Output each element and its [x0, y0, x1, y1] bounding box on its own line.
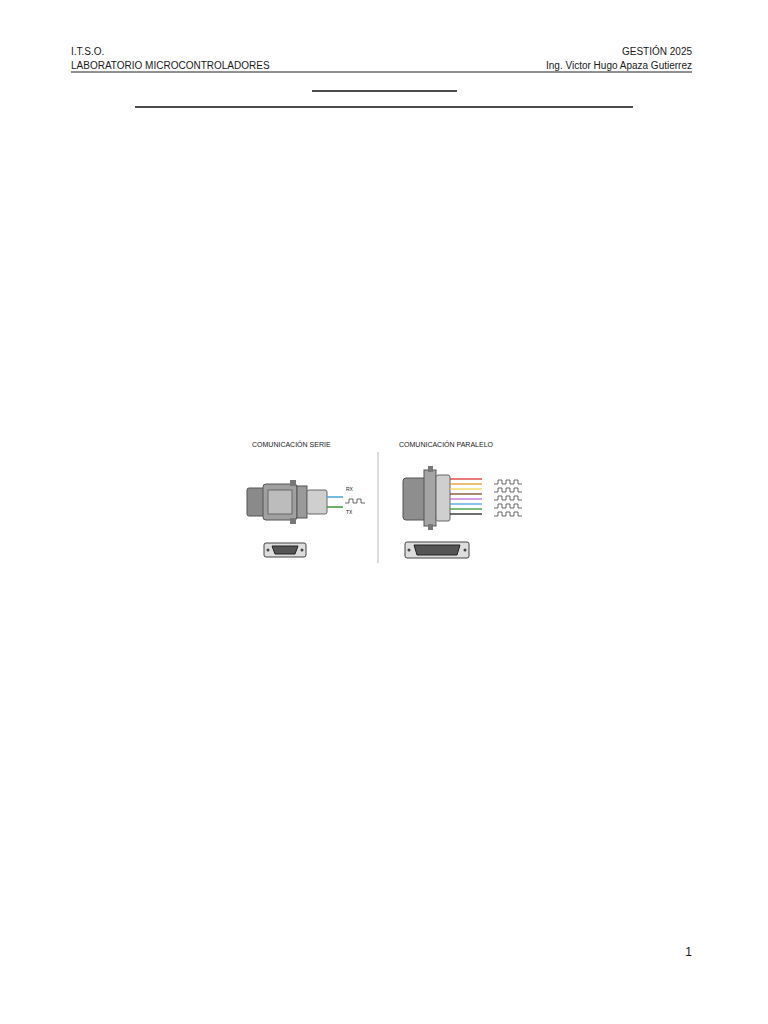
signal-name: TX	[346, 510, 352, 515]
db9-front	[264, 543, 306, 557]
parallel-connector	[403, 466, 522, 530]
title-rule	[135, 106, 633, 108]
db25-front	[405, 542, 469, 558]
header-text: GESTIÓN 2025	[622, 47, 692, 57]
signal-name: RX	[346, 487, 353, 492]
divider-line	[378, 452, 379, 563]
title-rule	[312, 90, 457, 92]
figure-caption: COMUNICACIÓN PARALELO	[399, 441, 493, 448]
header-rule	[71, 72, 692, 73]
header-text: Ing. Victor Hugo Apaza Gutierrez	[546, 61, 692, 71]
serial-connector	[247, 480, 365, 524]
header-text: I.T.S.O.	[71, 47, 104, 57]
figure-caption: COMUNICACIÓN SERIE	[252, 441, 331, 448]
page-number: 1	[685, 946, 692, 958]
header-text: LABORATORIO MICROCONTROLADORES	[71, 61, 270, 71]
